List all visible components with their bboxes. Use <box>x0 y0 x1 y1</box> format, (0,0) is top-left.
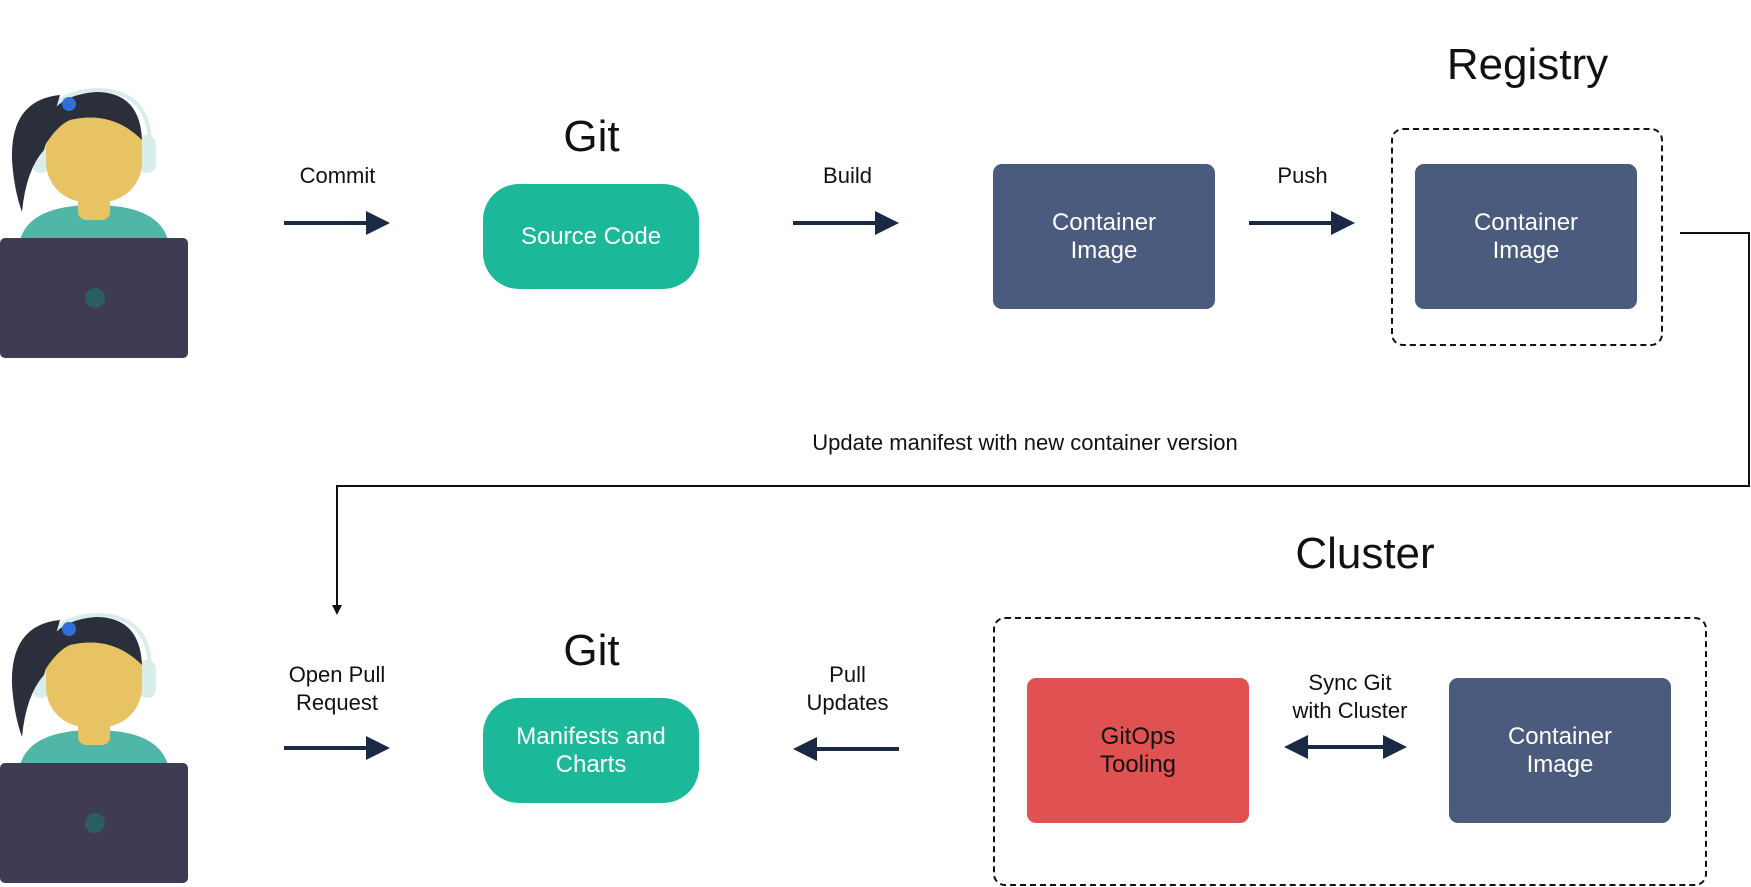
update-manifest-label: Update manifest with new container versi… <box>812 430 1238 455</box>
build-label: Build <box>823 163 872 188</box>
developer-headset-cup <box>138 660 156 698</box>
developer-shirt <box>20 205 168 240</box>
git-heading-bottom: Git <box>563 626 620 675</box>
registry-container-image-node: Container Image <box>1415 164 1637 309</box>
developer-laptop-logo <box>85 813 105 833</box>
developer-hair-clip <box>62 622 76 636</box>
gitops-tooling-node: GitOps Tooling <box>1027 678 1249 823</box>
sync-git-with-cluster-label: Sync Git with Cluster <box>1292 670 1408 723</box>
cluster-heading: Cluster <box>1295 529 1435 578</box>
developer-icon-bottom <box>0 612 188 883</box>
developer-laptop-logo <box>85 288 105 308</box>
pull-updates-label: Pull Updates <box>806 662 889 715</box>
open-pull-request-label: Open Pull Request <box>288 662 386 715</box>
developer-headset-cup <box>138 135 156 173</box>
push-label: Push <box>1277 163 1328 188</box>
cluster-container-image-node: Container Image <box>1449 678 1671 823</box>
git-heading-top: Git <box>563 112 620 161</box>
developer-shirt <box>20 730 168 765</box>
manifests-and-charts-node: Manifests and Charts <box>483 698 699 803</box>
update-manifest-connector <box>332 232 1750 615</box>
cluster-group <box>993 617 1707 886</box>
registry-heading: Registry <box>1446 40 1609 89</box>
developer-hair-clip <box>62 97 76 111</box>
developer-face <box>46 104 142 202</box>
developer-face <box>46 629 142 727</box>
source-code-node: Source Code <box>483 184 699 289</box>
container-image-node: Container Image <box>993 164 1215 309</box>
registry-group <box>1391 128 1663 346</box>
developer-icon-top <box>0 87 188 358</box>
commit-label: Commit <box>299 163 376 188</box>
